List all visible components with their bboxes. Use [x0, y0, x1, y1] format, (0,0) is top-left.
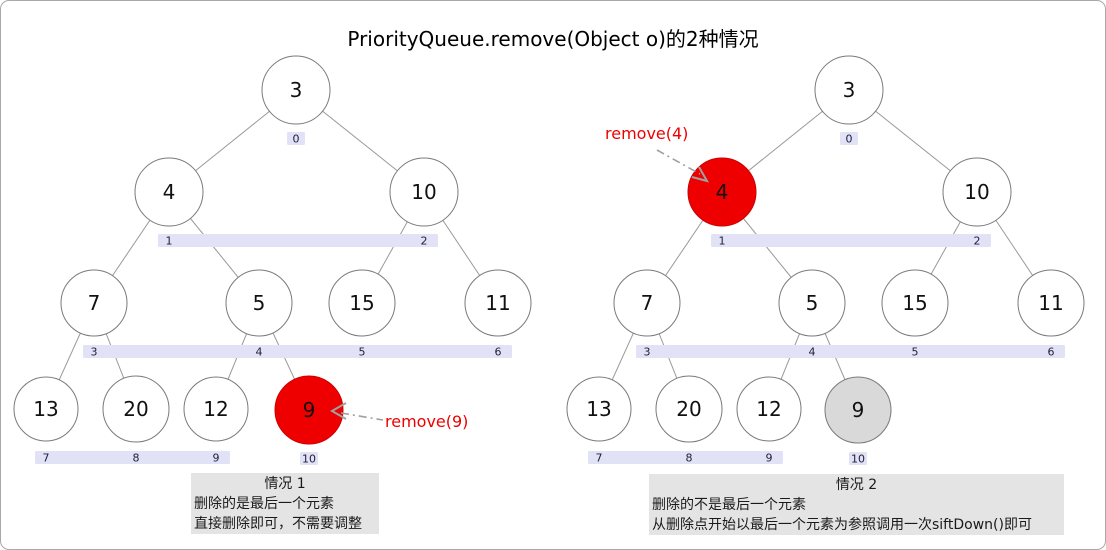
index-bar — [300, 452, 318, 465]
heap-node-11 — [1017, 269, 1085, 337]
heap-node-value: 13 — [586, 397, 611, 421]
heap-node-10 — [942, 157, 1012, 227]
heap-node-value: 11 — [1038, 291, 1063, 315]
remove-arrow-head-icon — [691, 166, 710, 183]
caption-case-1: 情况 1 删除的是最后一个元素 直接删除即可，不需要调整 — [191, 473, 379, 534]
index-bar — [287, 132, 305, 145]
remove-arrow-line — [656, 149, 701, 175]
index-label: 7 — [596, 452, 603, 465]
heap-node-value: 7 — [88, 291, 101, 315]
heap-node-20 — [102, 375, 170, 443]
index-label: 1 — [166, 235, 173, 248]
heap-node-value: 9 — [303, 398, 316, 422]
heap-node-value: 4 — [163, 180, 176, 204]
index-label: 2 — [421, 235, 428, 248]
heap-node-13 — [566, 376, 632, 442]
heap-node-10 — [389, 157, 459, 227]
heap-node-9 — [824, 376, 892, 444]
index-label: 5 — [912, 346, 919, 359]
index-bar — [35, 451, 230, 464]
heap-node-value: 12 — [203, 397, 228, 421]
heap-node-value: 15 — [902, 291, 927, 315]
caption-line: 删除的是最后一个元素 — [194, 496, 334, 512]
index-label: 9 — [213, 452, 220, 465]
heap-node-5 — [225, 269, 293, 337]
heap-node-value: 3 — [843, 78, 856, 102]
heap-node-15 — [328, 269, 396, 337]
index-label: 5 — [359, 346, 366, 359]
heap-node-value: 20 — [676, 397, 701, 421]
index-label: 10 — [302, 453, 316, 466]
heap-node-15 — [881, 269, 949, 337]
heap-node-value: 12 — [756, 397, 781, 421]
index-label: 3 — [91, 346, 98, 359]
heap-node-3 — [261, 55, 331, 125]
index-bar — [636, 345, 1065, 358]
caption-heading-1: 情况 1 — [264, 476, 306, 492]
heap-node-13 — [13, 376, 79, 442]
heap-node-4 — [687, 157, 757, 227]
heap-node-12 — [183, 376, 249, 442]
index-label: 2 — [974, 235, 981, 248]
index-label: 6 — [495, 346, 502, 359]
remove-arrow-line — [340, 412, 384, 421]
index-bar — [840, 132, 858, 145]
heap-node-7 — [60, 269, 128, 337]
remove-label-1: remove(9) — [385, 412, 469, 431]
heap-node-value: 9 — [852, 398, 865, 422]
heap-node-7 — [613, 269, 681, 337]
heap-node-4 — [134, 157, 204, 227]
remove-label-2: remove(4) — [605, 124, 689, 143]
heap-node-value: 7 — [641, 291, 654, 315]
index-label: 0 — [293, 133, 300, 146]
index-label: 3 — [644, 346, 651, 359]
heap-node-value: 10 — [964, 180, 989, 204]
heap-node-value: 10 — [411, 180, 436, 204]
heap-node-value: 15 — [349, 291, 374, 315]
heap-node-9 — [274, 375, 344, 445]
heap-node-11 — [464, 269, 532, 337]
heap-node-value: 13 — [33, 397, 58, 421]
index-label: 8 — [686, 452, 693, 465]
heap-node-12 — [736, 376, 802, 442]
heap-node-value: 20 — [123, 397, 148, 421]
heap-node-value: 4 — [716, 180, 729, 204]
heap-node-value: 5 — [253, 291, 266, 315]
index-label: 4 — [809, 346, 816, 359]
index-label: 8 — [133, 452, 140, 465]
caption-line: 从删除点开始以最后一个元素为参照调用一次siftDown()即可 — [652, 517, 1032, 533]
heap-node-value: 5 — [806, 291, 819, 315]
index-label: 4 — [256, 346, 263, 359]
index-bar — [711, 234, 991, 247]
index-label: 10 — [851, 453, 865, 466]
heap-node-3 — [814, 55, 884, 125]
index-label: 7 — [43, 452, 50, 465]
index-bar — [83, 345, 512, 358]
index-bar — [849, 452, 867, 465]
heap-node-value: 11 — [485, 291, 510, 315]
caption-line: 删除的不是最后一个元素 — [652, 497, 806, 513]
heap-node-value: 3 — [290, 78, 303, 102]
caption-case-2: 情况 2 删除的不是最后一个元素 从删除点开始以最后一个元素为参照调用一次sif… — [649, 474, 1064, 535]
remove-arrow-head-icon — [329, 402, 347, 420]
diagram-title: PriorityQueue.remove(Object o)的2种情况 — [347, 27, 759, 51]
index-bar — [588, 451, 783, 464]
index-label: 0 — [846, 133, 853, 146]
heap-node-5 — [778, 269, 846, 337]
index-label: 1 — [719, 235, 726, 248]
index-bar — [158, 234, 438, 247]
index-label: 6 — [1048, 346, 1055, 359]
caption-line: 直接删除即可，不需要调整 — [194, 516, 362, 532]
caption-heading-2: 情况 2 — [835, 477, 878, 493]
index-label: 9 — [766, 452, 773, 465]
heap-node-20 — [655, 375, 723, 443]
